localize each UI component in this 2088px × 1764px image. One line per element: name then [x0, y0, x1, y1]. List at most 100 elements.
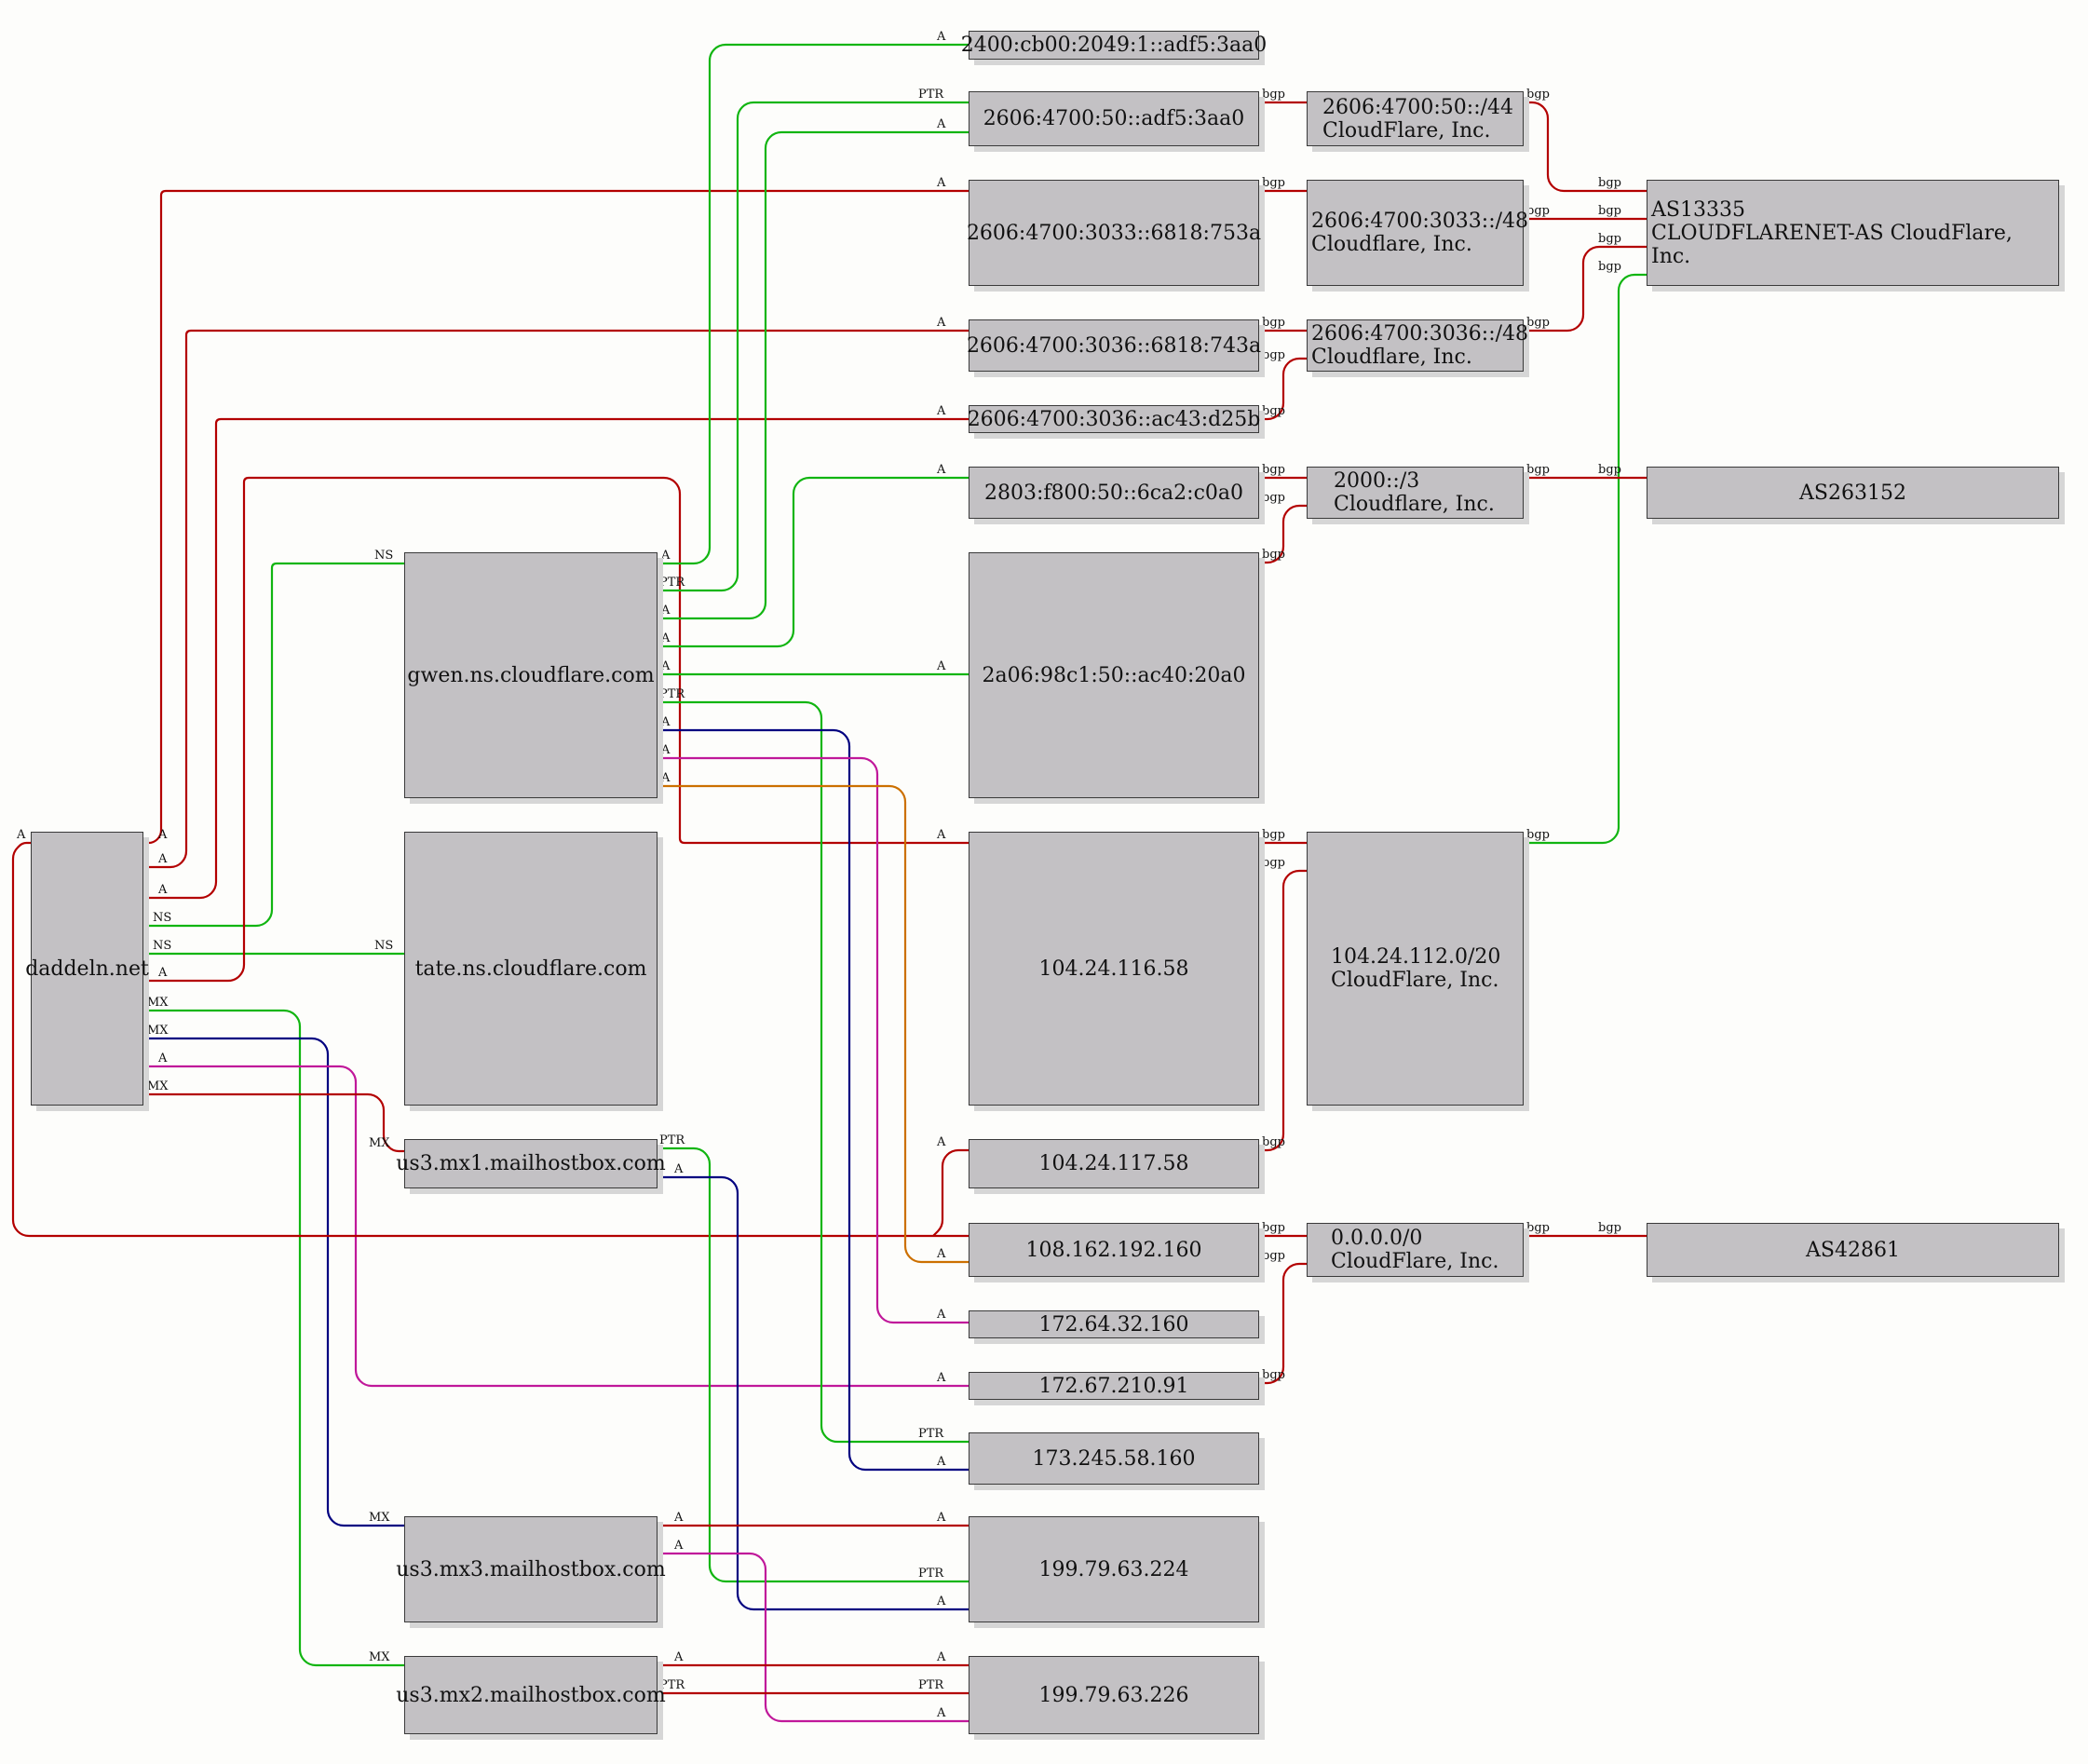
edge-daddeln-a-3036b: [143, 417, 969, 900]
edge-label-ptr: PTR: [918, 1678, 944, 1692]
edge-label-bgp: bgp: [1262, 176, 1285, 190]
node-ip-172-67-210-91[interactable]: 172.67.210.91: [969, 1372, 1259, 1400]
edge-label-bgp: bgp: [1262, 1135, 1285, 1149]
edge-label-bgp: bgp: [1526, 1221, 1550, 1235]
edge-label-bgp: bgp: [1526, 204, 1550, 218]
edge-label-a: A: [16, 828, 26, 842]
node-ip-172-64-32-160[interactable]: 172.64.32.160: [969, 1310, 1259, 1338]
node-us3-mx2-mailhostbox[interactable]: us3.mx2.mailhostbox.com: [396, 1656, 666, 1734]
edge-bgp-172-67: [1259, 1262, 1307, 1385]
edge-label-a: A: [157, 852, 168, 866]
edge-label-ptr: PTR: [918, 1427, 944, 1441]
node-ip-108-162-192-160[interactable]: 108.162.192.160: [969, 1223, 1259, 1277]
edge-label-bgp: bgp: [1526, 828, 1550, 842]
node-daddeln-net[interactable]: daddeln.net: [25, 832, 149, 1106]
node-as263152[interactable]: AS263152: [1647, 467, 2059, 519]
edge-label-a: A: [673, 1511, 684, 1525]
edge-gwen-a-172-64: [658, 756, 969, 1324]
edge-label-a: A: [660, 659, 671, 673]
edge-label-bgp: bgp: [1262, 1368, 1285, 1382]
edge-daddeln-a-3036a: [143, 329, 969, 869]
edge-label-bgp: bgp: [1262, 491, 1285, 505]
edge-label-bgp: bgp: [1598, 463, 1621, 477]
edge-label-ptr: PTR: [918, 88, 944, 102]
edge-label-bgp: bgp: [1262, 1221, 1285, 1235]
edge-label-a: A: [660, 771, 671, 785]
edge-mx1-ptr-199-224: [658, 1147, 969, 1583]
edge-label-bgp: bgp: [1262, 463, 1285, 477]
node-ip-2803-f800[interactable]: 2803:f800:50::6ca2:c0a0: [969, 467, 1259, 519]
node-prefix-0-0-0-0-0[interactable]: 0.0.0.0/0 CloudFlare, Inc.: [1307, 1223, 1524, 1277]
node-ip-2606-4700-3036-d25b[interactable]: 2606:4700:3036::ac43:d25b: [968, 405, 1260, 433]
node-tate-ns-cloudflare[interactable]: tate.ns.cloudflare.com: [404, 832, 658, 1106]
node-prefix-2606-4700-3036-48[interactable]: 2606:4700:3036::/48 Cloudflare, Inc.: [1307, 319, 1528, 372]
edge-label-a: A: [936, 1371, 946, 1385]
edge-label-a: A: [660, 631, 671, 645]
edge-daddeln-ns-gwen: [143, 562, 404, 928]
edge-label-bgp: bgp: [1262, 548, 1285, 562]
edge-bgp-2a06: [1259, 504, 1307, 564]
node-ip-2606-4700-3033[interactable]: 2606:4700:3033::6818:753a: [967, 180, 1261, 286]
edge-gwen-ptr-173: [658, 700, 969, 1444]
edge-label-a: A: [660, 715, 671, 729]
node-us3-mx1-mailhostbox[interactable]: us3.mx1.mailhostbox.com: [396, 1139, 666, 1188]
node-ip-104-24-117-58[interactable]: 104.24.117.58: [969, 1139, 1259, 1188]
edge-label-a: A: [936, 404, 946, 418]
edge-daddeln-a-108: [11, 841, 969, 1238]
edge-label-a: A: [936, 30, 946, 44]
edge-gwen-a-173: [658, 728, 969, 1472]
edge-label-a: A: [936, 1511, 946, 1525]
edge-label-bgp: bgp: [1262, 88, 1285, 102]
node-prefix-2606-4700-3033-48[interactable]: 2606:4700:3033::/48 Cloudflare, Inc.: [1307, 180, 1528, 286]
edge-label-a: A: [660, 743, 671, 757]
edge-label-bgp: bgp: [1526, 88, 1550, 102]
edge-label-bgp: bgp: [1526, 316, 1550, 330]
node-as42861[interactable]: AS42861: [1647, 1223, 2059, 1277]
edge-label-ptr: PTR: [659, 1133, 685, 1147]
edge-label-bgp: bgp: [1598, 204, 1621, 218]
node-gwen-ns-cloudflare[interactable]: gwen.ns.cloudflare.com: [404, 552, 658, 798]
node-ip-2400-cb00[interactable]: 2400:cb00:2049:1::adf5:3aa0: [961, 31, 1267, 60]
node-us3-mx3-mailhostbox[interactable]: us3.mx3.mailhostbox.com: [396, 1516, 666, 1622]
node-ip-199-79-63-224[interactable]: 199.79.63.224: [969, 1516, 1259, 1622]
node-prefix-104-24-112-0-20[interactable]: 104.24.112.0/20 CloudFlare, Inc.: [1307, 832, 1524, 1106]
edge-label-ptr: PTR: [659, 1678, 685, 1692]
edge-daddeln-mx-mx3: [143, 1037, 404, 1527]
edge-label-a: A: [936, 117, 946, 131]
edge-label-ns: NS: [374, 939, 393, 953]
edge-label-bgp: bgp: [1598, 232, 1621, 246]
edge-label-bgp: bgp: [1598, 1221, 1621, 1235]
edge-label-a: A: [936, 1594, 946, 1608]
node-ip-173-245-58-160[interactable]: 173.245.58.160: [969, 1432, 1259, 1485]
edge-daddeln-a-3033: [143, 189, 969, 845]
edge-label-a: A: [673, 1162, 684, 1176]
node-prefix-2000-3[interactable]: 2000::/3 Cloudflare, Inc.: [1307, 467, 1524, 519]
edge-label-bgp: bgp: [1262, 1249, 1285, 1263]
node-ip-2606-4700-3036-743a[interactable]: 2606:4700:3036::6818:743a: [967, 319, 1261, 372]
edge-label-a: A: [157, 1052, 168, 1065]
node-prefix-2606-4700-50-44[interactable]: 2606:4700:50::/44 CloudFlare, Inc.: [1307, 91, 1524, 146]
edge-label-a: A: [936, 828, 946, 842]
edge-label-a: A: [673, 1539, 684, 1553]
node-as13335[interactable]: AS13335 CLOUDFLARENET-AS CloudFlare, Inc…: [1647, 180, 2059, 286]
edge-mx3-a-199-226: [658, 1552, 969, 1723]
edge-gwen-a-2606-50: [658, 130, 969, 620]
edge-daddeln-mx-mx2: [143, 1009, 404, 1667]
edge-gwen-a-108: [658, 784, 969, 1264]
edge-label-ptr: PTR: [659, 687, 685, 701]
edge-gwen-ptr-2606-50: [658, 101, 969, 592]
edge-label-a: A: [936, 1706, 946, 1720]
node-ip-2606-4700-50[interactable]: 2606:4700:50::adf5:3aa0: [969, 91, 1259, 146]
edge-label-a: A: [660, 549, 671, 563]
edge-label-bgp: bgp: [1262, 828, 1285, 842]
edge-daddeln-a-104-116: [143, 476, 969, 983]
edge-gwen-a-2803: [658, 476, 969, 648]
edge-label-bgp: bgp: [1262, 316, 1285, 330]
node-ip-199-79-63-226[interactable]: 199.79.63.226: [969, 1656, 1259, 1734]
edge-daddeln-mx-mx1: [143, 1092, 404, 1153]
node-ip-2a06-98c1[interactable]: 2a06:98c1:50::ac40:20a0: [969, 552, 1259, 798]
edge-label-bgp: bgp: [1262, 856, 1285, 870]
edge-label-a: A: [936, 1650, 946, 1664]
node-ip-104-24-116-58[interactable]: 104.24.116.58: [969, 832, 1259, 1106]
